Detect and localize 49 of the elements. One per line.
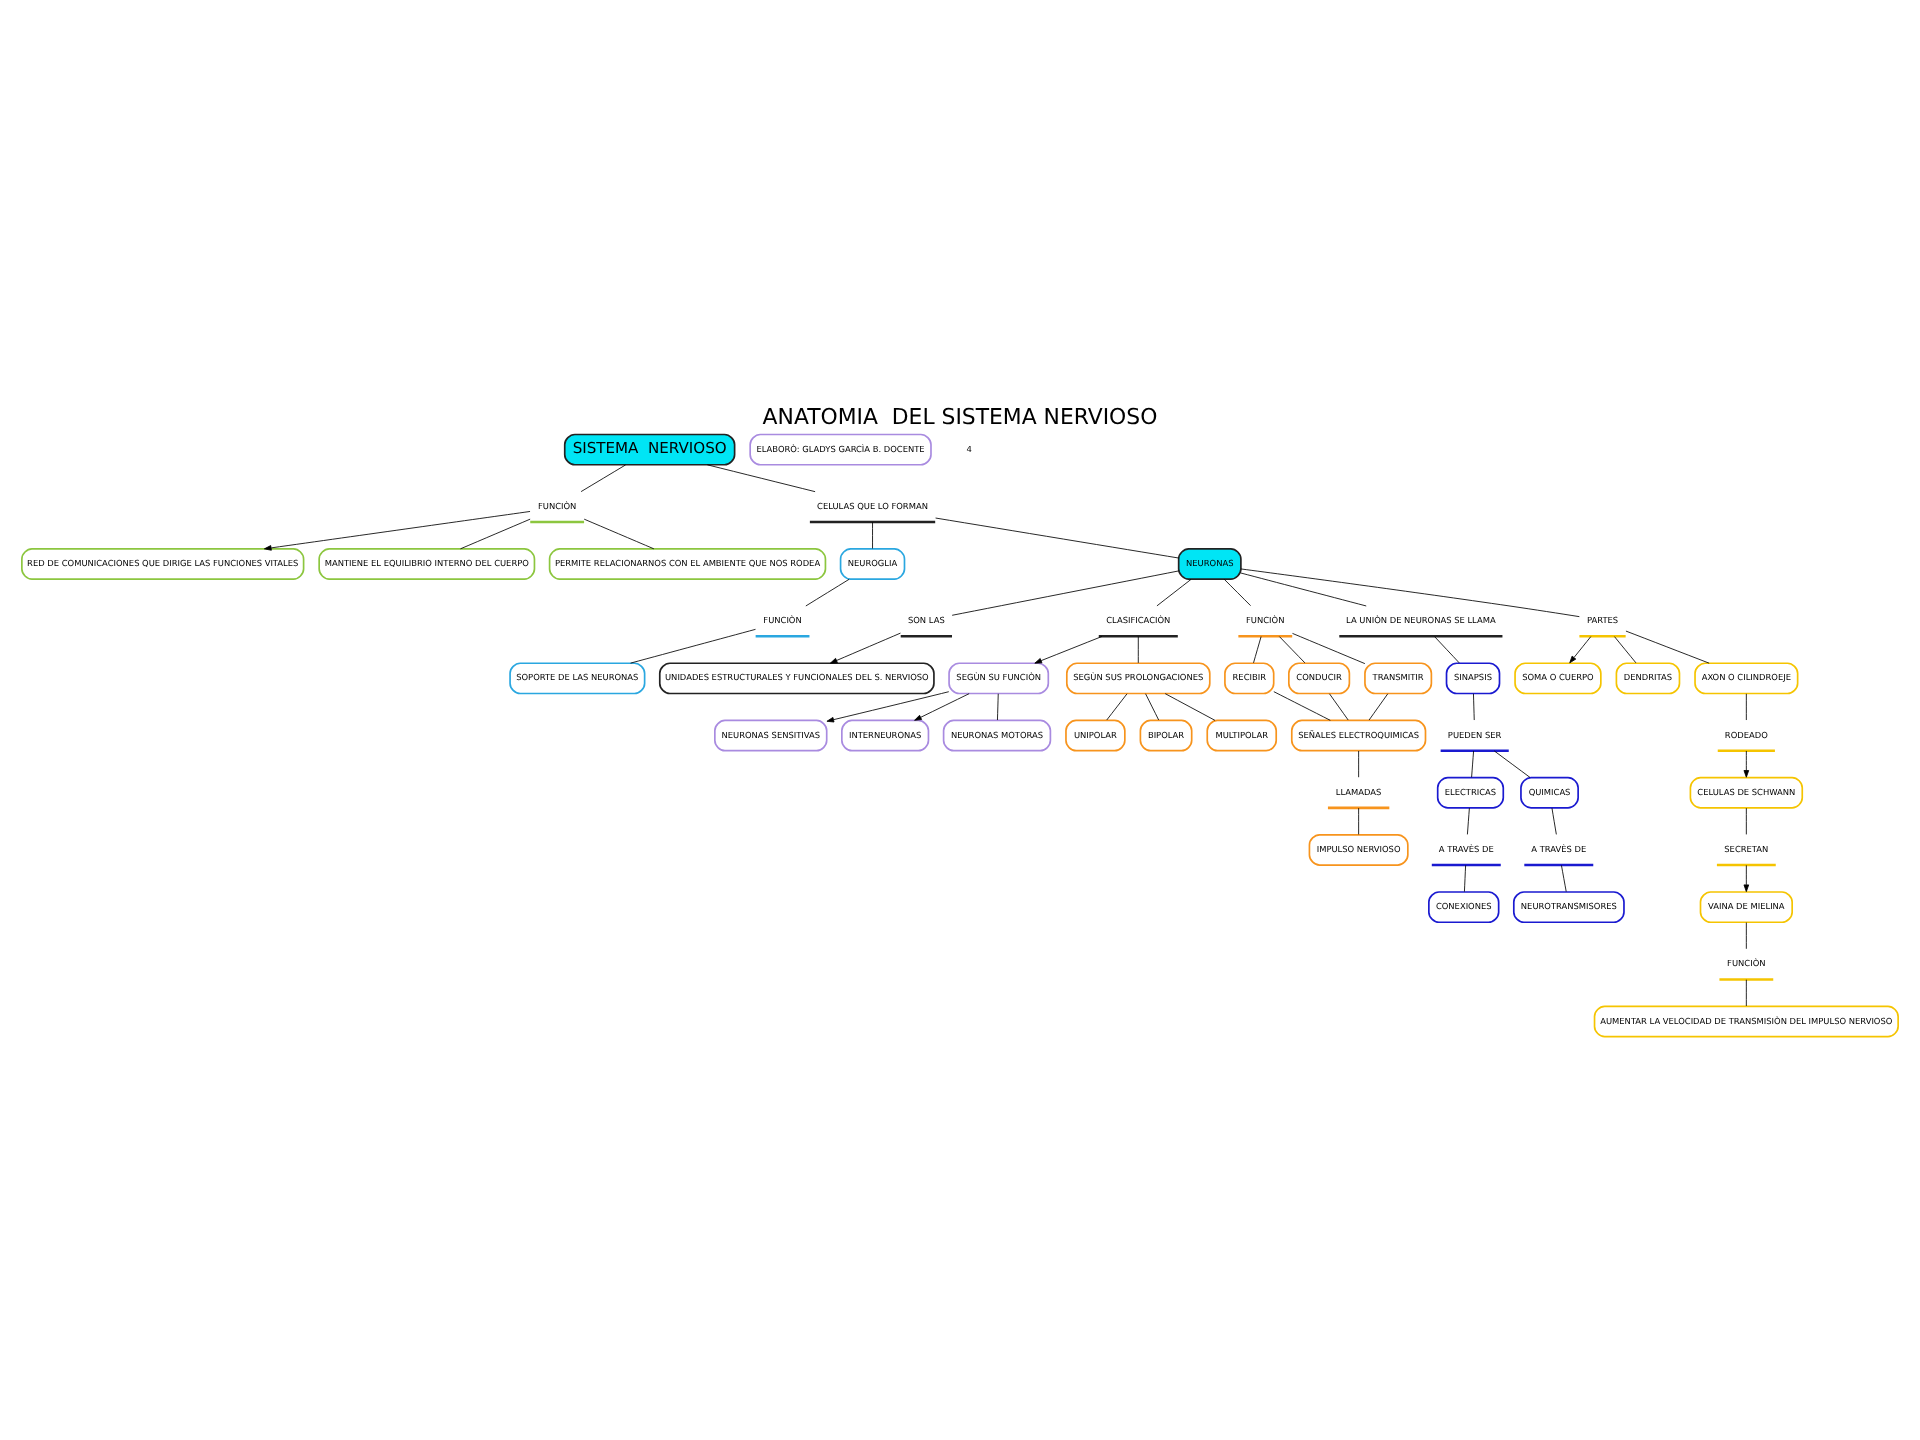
connector — [1240, 572, 1367, 607]
connector — [1625, 630, 1710, 664]
connector — [997, 693, 999, 721]
connector — [1434, 636, 1460, 664]
connector — [805, 578, 850, 607]
connector — [1273, 691, 1331, 721]
connector — [1473, 693, 1475, 721]
connector — [706, 464, 816, 493]
connector — [1466, 807, 1470, 835]
connector — [1240, 568, 1580, 618]
arrow — [914, 693, 970, 721]
connector — [1358, 807, 1360, 835]
connector — [1164, 693, 1216, 721]
connector — [1551, 807, 1557, 835]
connector — [1368, 693, 1389, 721]
connector — [1329, 693, 1349, 721]
connector — [1137, 636, 1139, 664]
connector — [935, 517, 1179, 559]
connector — [580, 464, 627, 493]
connector — [1145, 693, 1160, 721]
connector — [460, 518, 531, 550]
connector — [1493, 750, 1531, 778]
arrow — [826, 691, 950, 723]
connector — [1745, 979, 1747, 1007]
arrow — [1743, 750, 1750, 778]
connector — [1745, 807, 1747, 835]
connector — [1253, 636, 1262, 664]
connector — [1106, 693, 1128, 721]
connector — [1292, 632, 1366, 665]
connector — [630, 628, 756, 664]
connector — [1745, 922, 1747, 950]
connector — [872, 521, 873, 549]
connector — [1279, 636, 1306, 664]
connector — [1471, 750, 1474, 778]
connector — [583, 518, 655, 550]
connector — [1745, 693, 1747, 721]
connector — [951, 570, 1180, 616]
connector — [1156, 579, 1192, 607]
connector — [1614, 636, 1637, 664]
arrow — [1569, 636, 1592, 664]
arrow — [1743, 864, 1750, 893]
arrow — [1034, 636, 1103, 664]
arrow — [829, 632, 901, 664]
connector — [1358, 750, 1360, 778]
connector — [1464, 864, 1467, 893]
connector — [1223, 579, 1252, 607]
connector — [1561, 864, 1567, 893]
arrow — [263, 511, 531, 551]
diagram-title: ANATOMIA DEL SISTEMA NERVIOSO — [762, 404, 1158, 431]
